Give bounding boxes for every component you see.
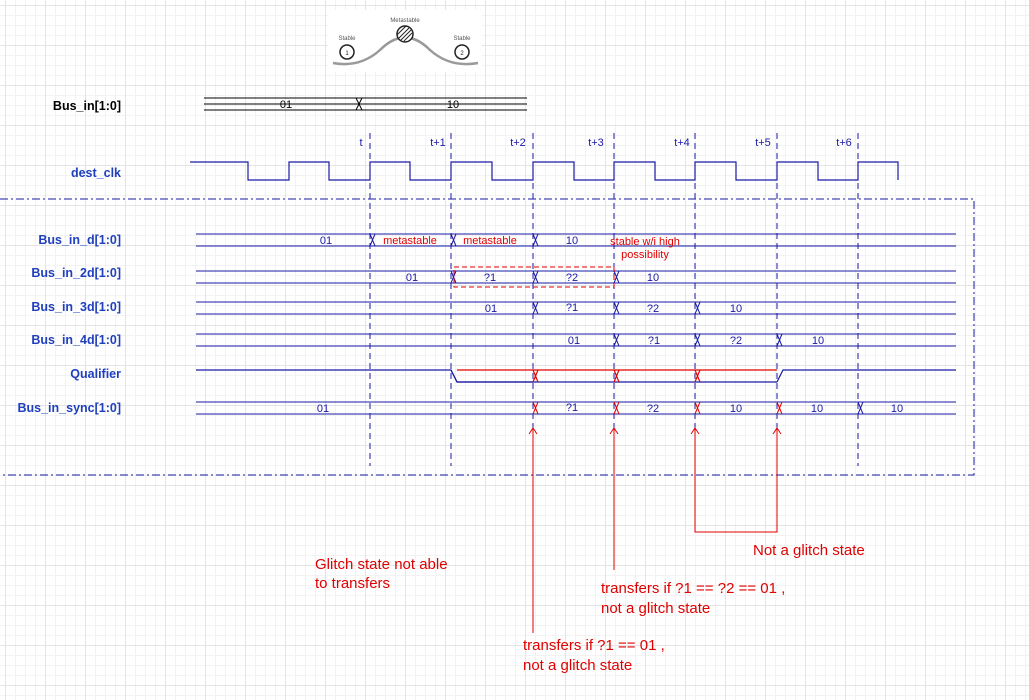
bus-in-d-value-metastable-2: metastable [463,235,517,247]
bus-in-3d-value-q1: ?1 [566,302,578,314]
bus-in-d-value-01: 01 [320,235,332,247]
stable-right-label: Stable [453,36,471,42]
edge-label-t4: t+4 [674,137,690,149]
t2-note-line2: not a glitch state [523,657,632,674]
not-glitch-note: Not a glitch state [753,542,865,559]
bus-in-d-value-metastable-1: metastable [383,235,437,247]
bus-in-4d-waveform [196,333,956,347]
bus-in-3d-label: Bus_in_3d[1:0] [31,300,121,314]
bus-in-sync-waveform [196,401,956,415]
stable-ball-right-number: 2 [460,51,464,57]
bus-in-4d-label: Bus_in_4d[1:0] [31,333,121,347]
annotation-arrows [528,427,782,633]
bus-in-value-10: 10 [447,99,459,111]
glitch-note-line2: to transfers [315,575,390,592]
bus-in-d-label: Bus_in_d[1:0] [38,233,121,247]
edge-label-t5: t+5 [755,137,771,149]
arrow-t4-head [690,427,700,435]
metastable-ball-hatch [396,25,413,42]
edge-label-t2: t+2 [510,137,526,149]
bus-in-2d-value-10: 10 [647,272,659,284]
metastable-ball [396,25,414,43]
bus-in-d-waveform [196,233,956,247]
dest-clk-waveform [190,161,899,181]
t3-note-line2: not a glitch state [601,600,710,617]
bus-in-sync-value-10-c: 10 [891,403,903,415]
bus-in-4d-value-q1: ?1 [648,335,660,347]
edge-label-t6: t+6 [836,137,852,149]
bus-in-sync-value-q1: ?1 [566,402,578,414]
bus-in-sync-value-q2: ?2 [647,403,659,415]
edge-label-t1: t+1 [430,137,446,149]
qualifier-label: Qualifier [70,367,121,381]
arrow-t3-head [609,427,619,435]
bus-in-3d-waveform [196,301,956,315]
metastability-inset: 1 2 Stable Metastable Stable [328,10,482,72]
glitch-note-line1: Glitch state not able [315,556,448,573]
bus-in-label: Bus_in[1:0] [53,99,121,113]
destination-domain-box [0,198,975,476]
qualifier-waveform [196,369,956,383]
edge-label-t: t [359,137,362,149]
bus-in-d-note-line1: stable w/i high [610,236,680,248]
bus-in-2d-value-01: 01 [406,272,418,284]
bus-in-value-01: 01 [280,99,292,111]
stable-ball-left [339,44,355,60]
bus-in-2d-label: Bus_in_2d[1:0] [31,266,121,280]
t3-note-line1: transfers if ?1 == ?2 == 01 , [601,580,785,597]
bus-in-2d-value-q2: ?2 [566,272,578,284]
dest-clk-label: dest_clk [71,166,121,180]
stable-ball-left-number: 1 [345,51,349,57]
bus-in-d-note-line2: possibility [621,249,669,261]
arrow-t5-head [772,427,782,435]
bus-in-3d-value-10: 10 [730,303,742,315]
bus-in-waveform [204,97,527,111]
clock-edge-guides [369,133,859,466]
bus-in-sync-value-10-a: 10 [730,403,742,415]
stable-ball-right [454,44,470,60]
bus-in-4d-value-10: 10 [812,335,824,347]
bus-in-sync-value-10-b: 10 [811,403,823,415]
bus-in-2d-glitch-window [453,266,615,288]
t2-note-line1: transfers if ?1 == 01 , [523,637,665,654]
bus-in-3d-value-01: 01 [485,303,497,315]
bus-in-sync-value-01: 01 [317,403,329,415]
bus-in-sync-label: Bus_in_sync[1:0] [17,401,121,415]
bus-in-3d-value-q2: ?2 [647,303,659,315]
bus-in-4d-value-01: 01 [568,335,580,347]
stable-left-label: Stable [338,36,356,42]
metastable-label: Metastable [390,18,420,24]
bus-in-4d-value-q2: ?2 [730,335,742,347]
arrow-t4-t5-bracket [694,428,778,533]
edge-label-t3: t+3 [588,137,604,149]
bus-in-d-value-10: 10 [566,235,578,247]
bus-in-2d-waveform [196,270,956,284]
arrow-t2-head [528,427,538,435]
bus-in-2d-value-q1: ?1 [484,272,496,284]
